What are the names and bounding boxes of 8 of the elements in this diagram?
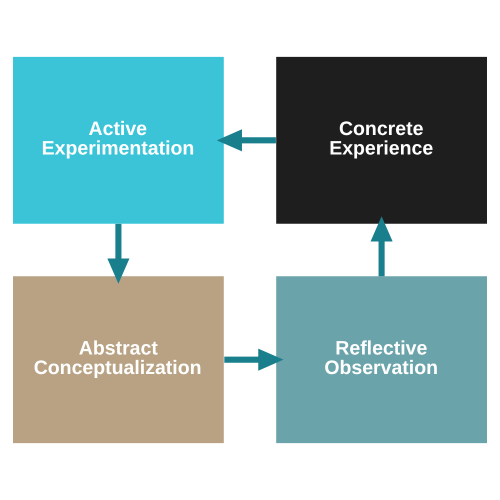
node-box: Reflective Observation — [276, 276, 487, 444]
arrow — [224, 348, 284, 371]
node-box: Concrete Experience — [276, 56, 487, 224]
node-box: Abstract Conceptualization — [13, 276, 224, 444]
arrow — [216, 129, 276, 152]
arrow — [107, 224, 130, 284]
node-box: Active Experimentation — [13, 56, 224, 224]
arrow — [370, 216, 393, 276]
